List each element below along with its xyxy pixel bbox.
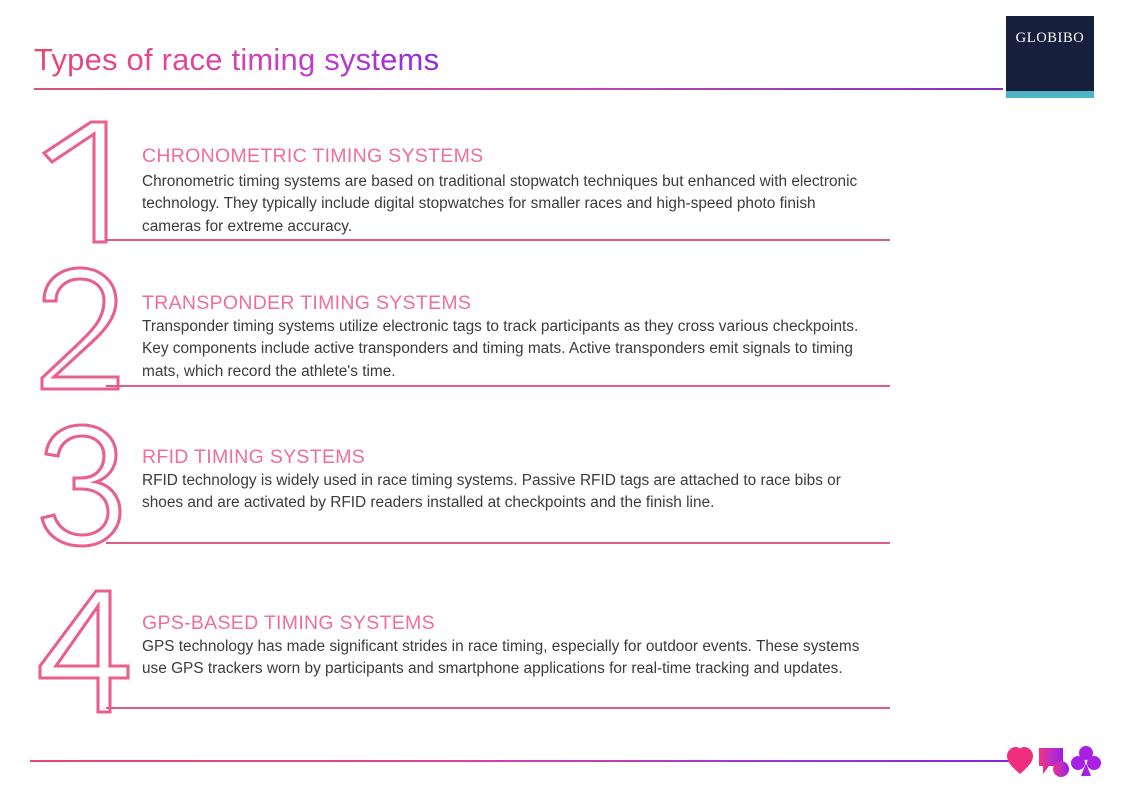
heart-icon [1007,747,1033,774]
logo-accent-bar [1006,91,1094,98]
page-title: Types of race timing systems [34,42,440,77]
globibo-logo: GLOBIBO [1006,16,1094,98]
footer-divider [30,760,1009,763]
item-divider [106,239,890,242]
item-divider [106,707,890,710]
numeral-3-icon [36,422,146,554]
item-divider [106,385,890,388]
item-heading: GPS-BASED TIMING SYSTEMS [142,612,435,634]
item-heading: RFID TIMING SYSTEMS [142,446,366,468]
item-body-text: Transponder timing systems utilize elect… [142,318,859,380]
footer-icon-group [1006,744,1106,784]
club-suit-icon [1071,746,1101,776]
logo-wordmark: GLOBIBO [1015,30,1085,46]
numeral-4-icon [36,588,146,720]
numeral-2-icon [36,265,146,397]
item-body-text: GPS technology has made significant stri… [142,638,860,678]
item-divider [106,542,890,545]
chat-bubble-icon [1039,748,1069,777]
item-heading: TRANSPONDER TIMING SYSTEMS [142,292,472,314]
title-underline-divider [34,88,1003,90]
item-body-text: RFID technology is widely used in race t… [142,472,841,512]
numeral-1-icon [36,118,146,250]
item-heading: CHRONOMETRIC TIMING SYSTEMS [142,145,484,167]
item-body-text: Chronometric timing systems are based on… [142,173,858,235]
